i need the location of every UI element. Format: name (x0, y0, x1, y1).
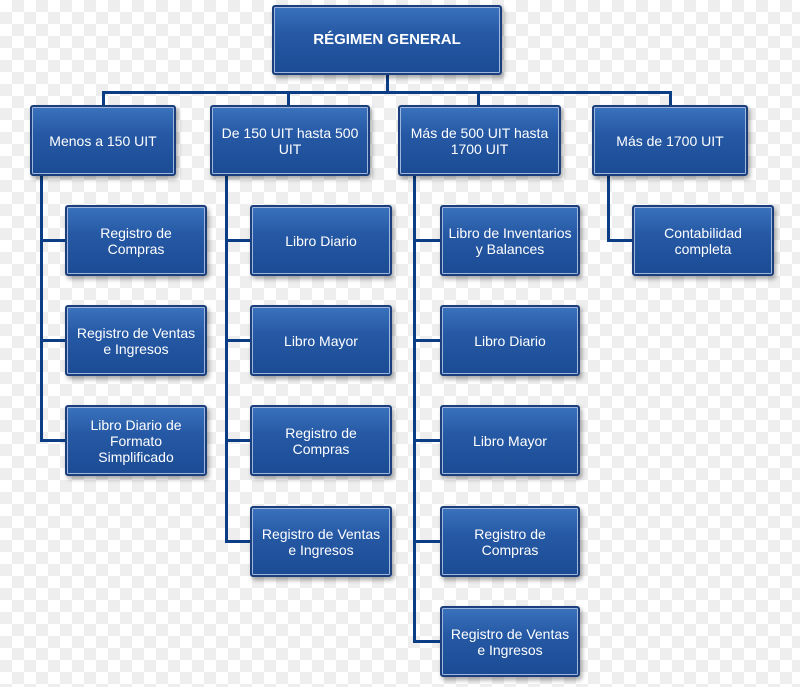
connector-col3-branch-1 (413, 239, 440, 242)
root-box: RÉGIMEN GENERAL (272, 5, 502, 75)
connector-col1-branch-1 (40, 239, 65, 242)
connector-col1-drop (102, 91, 105, 105)
category-box-150-500-uit: De 150 UIT hasta 500 UIT (210, 105, 370, 176)
connector-col2-branch-3 (225, 439, 250, 442)
category-box-500-1700-uit: Más de 500 UIT hasta 1700 UIT (398, 105, 561, 176)
connector-col4-spine (607, 176, 610, 242)
connector-col1-spine (40, 176, 43, 442)
connector-col1-branch-3 (40, 439, 65, 442)
book-box: Registro de Ventas e Ingresos (250, 506, 392, 577)
connector-col3-branch-5 (413, 640, 440, 643)
category-box-menos-150-uit: Menos a 150 UIT (30, 105, 176, 176)
connector-col3-branch-3 (413, 439, 440, 442)
book-box: Contabilidad completa (632, 205, 774, 276)
book-box: Registro de Ventas e Ingresos (440, 606, 580, 677)
book-box: Libro Diario (440, 305, 580, 376)
connector-col3-branch-4 (413, 540, 440, 543)
book-box: Libro Diario (250, 205, 392, 276)
book-box: Registro de Compras (440, 506, 580, 577)
connector-col3-drop (477, 91, 480, 105)
category-box-mas-1700-uit: Más de 1700 UIT (592, 105, 748, 176)
book-box: Registro de Compras (250, 405, 392, 476)
connector-col2-spine (225, 176, 228, 543)
connector-col2-drop (287, 91, 290, 105)
connector-col2-branch-4 (225, 540, 250, 543)
connector-level1-horizontal (102, 91, 672, 94)
connector-col1-branch-2 (40, 339, 65, 342)
book-box: Libro de Inventarios y Balances (440, 205, 580, 276)
connector-col2-branch-2 (225, 339, 250, 342)
connector-col2-branch-1 (225, 239, 250, 242)
connector-col4-drop (669, 91, 672, 105)
book-box: Libro Diario de Formato Simplificado (65, 405, 207, 476)
connector-col4-branch-1 (607, 239, 632, 242)
connector-col3-spine (413, 176, 416, 643)
book-box: Libro Mayor (250, 305, 392, 376)
book-box: Registro de Compras (65, 205, 207, 276)
book-box: Libro Mayor (440, 405, 580, 476)
connector-col3-branch-2 (413, 339, 440, 342)
connector-root-down (386, 75, 389, 93)
book-box: Registro de Ventas e Ingresos (65, 305, 207, 376)
